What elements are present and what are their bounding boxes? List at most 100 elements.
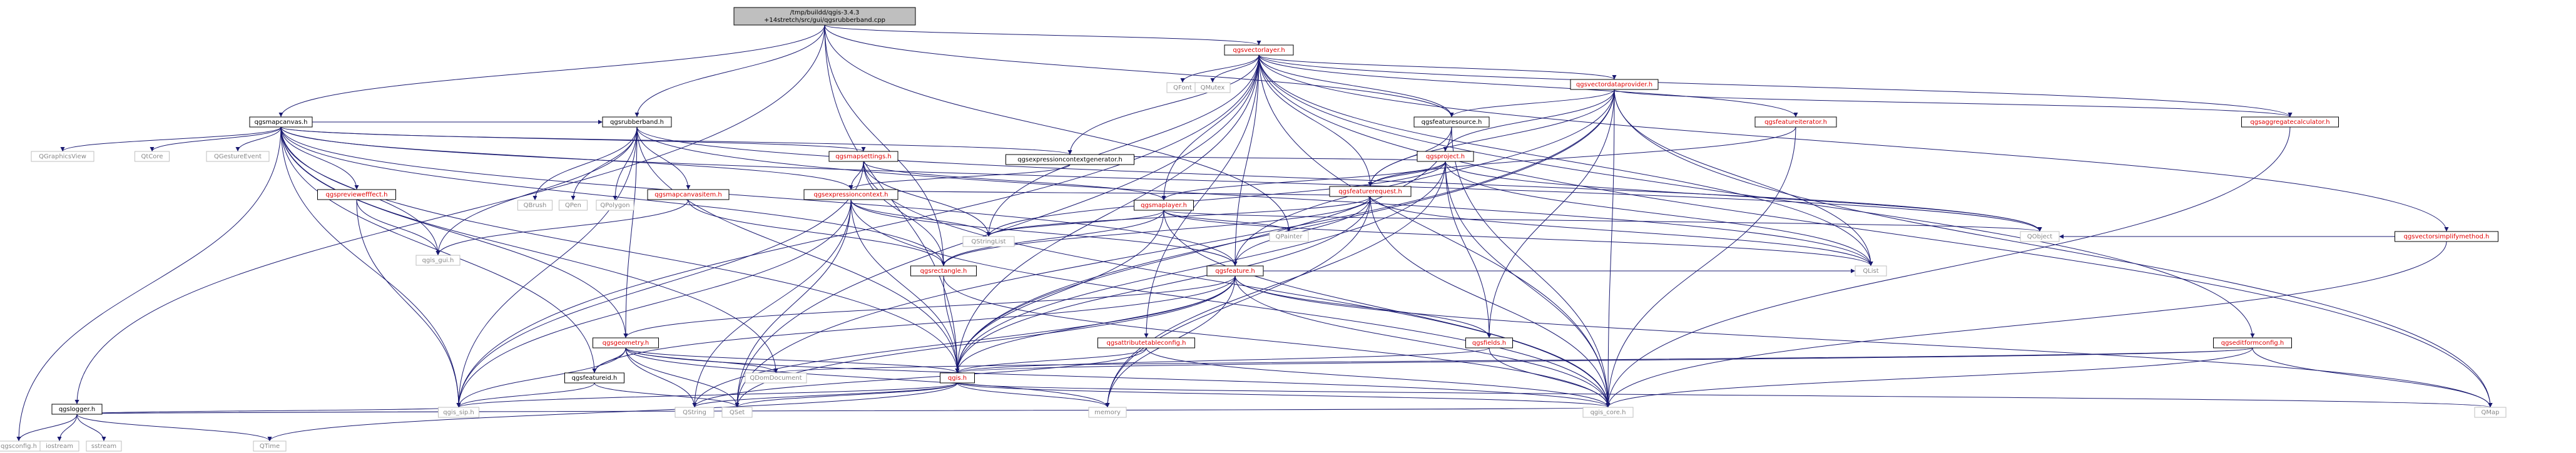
node-box-qgsmapsettings[interactable] xyxy=(828,151,899,162)
node-box-qgsfeatureiterator[interactable] xyxy=(1754,116,1837,128)
node-qgsmapcanvas[interactable]: qgsmapcanvas.h xyxy=(249,116,313,128)
node-qgslogger[interactable]: qgslogger.h xyxy=(51,404,103,415)
edge-qgsproject-to-qgis xyxy=(955,161,1446,374)
node-qgsfeatureid[interactable]: qgsfeatureid.h xyxy=(564,372,624,384)
edge-qgis-to-qgis_sip xyxy=(456,382,958,408)
node-box-QGraphicsView xyxy=(31,151,94,162)
node-QPolygon: QPolygon xyxy=(596,200,634,211)
node-box-qgslogger[interactable] xyxy=(51,404,103,415)
node-qgsconfig: qgsconfig.h xyxy=(0,440,42,452)
node-iostream: iostream xyxy=(39,440,79,452)
node-label-root: +14stretch/src/gui/qgsrubberband.cpp xyxy=(764,17,885,24)
node-box-QMutex xyxy=(1194,82,1231,93)
node-label-QBrush: QBrush xyxy=(524,202,547,209)
node-box-qgsmapcanvasitem[interactable] xyxy=(647,189,730,200)
node-qgseditformconfig[interactable]: qgseditformconfig.h xyxy=(2213,337,2292,349)
edge-qgsvectorlayer-to-qgsvectorsimplifymethod xyxy=(1258,54,2449,232)
edge-qgsgeometry-to-qgsfeatureid xyxy=(592,347,626,374)
node-box-qgsfeaturerequest[interactable] xyxy=(1329,186,1412,197)
node-qgsmaplayer[interactable]: qgsmaplayer.h xyxy=(1134,200,1194,211)
node-box-qgseditformconfig[interactable] xyxy=(2213,337,2292,349)
edge-qgsmapcanvas-to-QObject xyxy=(280,126,2042,232)
node-box-qgsaggregatecalculator[interactable] xyxy=(2241,116,2339,128)
node-qgsfeature[interactable]: qgsfeature.h xyxy=(1206,265,1264,277)
node-box-qgsexpressioncontextgenerator[interactable] xyxy=(1005,154,1134,165)
node-qgsattributetableconfig[interactable]: qgsattributetableconfig.h xyxy=(1097,337,1195,349)
node-qgsfeaturerequest[interactable]: qgsfeaturerequest.h xyxy=(1329,186,1412,197)
edge-root-to-qgsvectorlayer xyxy=(824,24,1261,46)
node-qgsvectorsimplifymethod[interactable]: qgsvectorsimplifymethod.h xyxy=(2395,231,2498,242)
edge-qgsexpressioncontext-to-qgis_core xyxy=(850,199,1611,408)
edge-qgsvectordataprovider-to-qgsfeaturerequest xyxy=(1368,89,1615,187)
node-box-qgsattributetableconfig[interactable] xyxy=(1097,337,1195,349)
node-qgsvectordataprovider[interactable]: qgsvectordataprovider.h xyxy=(1570,79,1659,90)
node-box-qgsvectorlayer[interactable] xyxy=(1224,44,1294,56)
node-box-qgsrectangle[interactable] xyxy=(910,265,977,277)
node-qgis_core: qgis_core.h xyxy=(1582,407,1634,418)
edge-qgsfeaturesource-to-qgis xyxy=(955,126,1452,374)
edge-qgsvectordataprovider-to-qgsaggregatecalculator xyxy=(1614,89,2293,118)
node-qgis[interactable]: qgis.h xyxy=(940,372,975,384)
node-qgsproject[interactable]: qgsproject.h xyxy=(1417,151,1474,162)
node-box-qgsrubberband[interactable] xyxy=(602,116,672,128)
node-box-memory xyxy=(1088,407,1127,418)
node-label-qgsmapcanvas: qgsmapcanvas.h xyxy=(255,119,308,126)
node-box-QTime xyxy=(253,440,287,452)
edge-qgseditformconfig-to-QDomDocument xyxy=(774,347,2253,374)
edge-qgsmaplayer-to-qgis xyxy=(955,210,1164,374)
edge-qgsmapcanvas-to-QGraphicsView xyxy=(60,126,282,152)
node-box-qgspreviewefffect[interactable] xyxy=(317,189,396,200)
node-QStringList: QStringList xyxy=(962,236,1015,247)
node-label-qgsexpressioncontext: qgsexpressioncontext.h xyxy=(813,191,888,198)
node-qgsexpressioncontextgenerator[interactable]: qgsexpressioncontextgenerator.h xyxy=(1005,154,1134,165)
edge-qgspreviewefffect-to-qgis_gui xyxy=(356,199,440,256)
node-QFont: QFont xyxy=(1166,82,1199,93)
edge-qgsattributetableconfig-to-qgis xyxy=(955,347,1147,374)
edge-qgsfeature-to-QString xyxy=(692,275,1236,408)
node-qgsaggregatecalculator[interactable]: qgsaggregatecalculator.h xyxy=(2241,116,2339,128)
node-qgsmapcanvasitem[interactable]: qgsmapcanvasitem.h xyxy=(647,189,730,200)
node-box-qgsvectorsimplifymethod[interactable] xyxy=(2395,231,2498,242)
edge-qgsvectorlayer-to-qgsfeaturerequest xyxy=(1258,54,1373,187)
edge-qgsvectordataprovider-to-QSet xyxy=(735,89,1615,408)
edge-qgsfeature-to-qgis_core xyxy=(1235,275,1611,408)
node-box-qgis[interactable] xyxy=(940,372,975,384)
node-box-qgsfeature[interactable] xyxy=(1206,265,1264,277)
node-qgsexpressioncontext[interactable]: qgsexpressioncontext.h xyxy=(803,189,899,200)
node-box-qgsfields[interactable] xyxy=(1465,337,1513,349)
edge-qgsmapsettings-to-qgsrectangle xyxy=(863,161,946,267)
edges-layer xyxy=(16,24,2493,442)
edge-qgsvectorlayer-to-qgsattributetableconfig xyxy=(1144,54,1260,338)
node-box-qgsvectordataprovider[interactable] xyxy=(1570,79,1659,90)
node-label-QPen: QPen xyxy=(565,202,581,209)
edge-qgseditformconfig-to-qgis_core xyxy=(1606,347,2253,408)
node-qgsrectangle[interactable]: qgsrectangle.h xyxy=(910,265,977,277)
edge-qgsmapsettings-to-qgsmaplayer xyxy=(863,161,1166,201)
node-label-qgsrubberband: qgsrubberband.h xyxy=(610,119,664,126)
node-qgsfields[interactable]: qgsfields.h xyxy=(1465,337,1513,349)
node-qgsfeatureiterator[interactable]: qgsfeatureiterator.h xyxy=(1754,116,1837,128)
node-qgsmapsettings[interactable]: qgsmapsettings.h xyxy=(828,151,899,162)
node-sstream: sstream xyxy=(86,440,122,452)
node-qgsfeaturesource[interactable]: qgsfeaturesource.h xyxy=(1413,116,1490,128)
edge-qgsrubberband-to-qgsgeometry xyxy=(623,126,638,338)
node-qgsgeometry[interactable]: qgsgeometry.h xyxy=(593,337,659,349)
edge-qgsfeatureiterator-to-qgsfeaturerequest xyxy=(1368,126,1796,187)
node-label-QString: QString xyxy=(683,409,706,416)
node-label-qgsfeaturerequest: qgsfeaturerequest.h xyxy=(1338,188,1402,195)
node-box-qgsfeaturesource[interactable] xyxy=(1413,116,1490,128)
node-box-qgsmapcanvas[interactable] xyxy=(249,116,313,128)
edge-qgsfeature-to-qgsfeatureid xyxy=(592,275,1236,374)
edge-qgsexpressioncontext-to-QStringList xyxy=(850,199,991,237)
node-qgsvectorlayer[interactable]: qgsvectorlayer.h xyxy=(1224,44,1294,56)
node-label-QGraphicsView: QGraphicsView xyxy=(39,153,86,160)
node-qgspreviewefffect[interactable]: qgspreviewefffect.h xyxy=(317,189,396,200)
node-box-qgsexpressioncontext[interactable] xyxy=(803,189,899,200)
node-qgsrubberband[interactable]: qgsrubberband.h xyxy=(602,116,672,128)
node-box-qgsgeometry[interactable] xyxy=(593,337,659,349)
node-QString: QString xyxy=(675,407,715,418)
node-box-qgsmaplayer[interactable] xyxy=(1134,200,1194,211)
node-box-qgsfeatureid[interactable] xyxy=(564,372,624,384)
node-box-qgsproject[interactable] xyxy=(1417,151,1474,162)
node-label-qgspreviewefffect: qgspreviewefffect.h xyxy=(326,191,388,198)
